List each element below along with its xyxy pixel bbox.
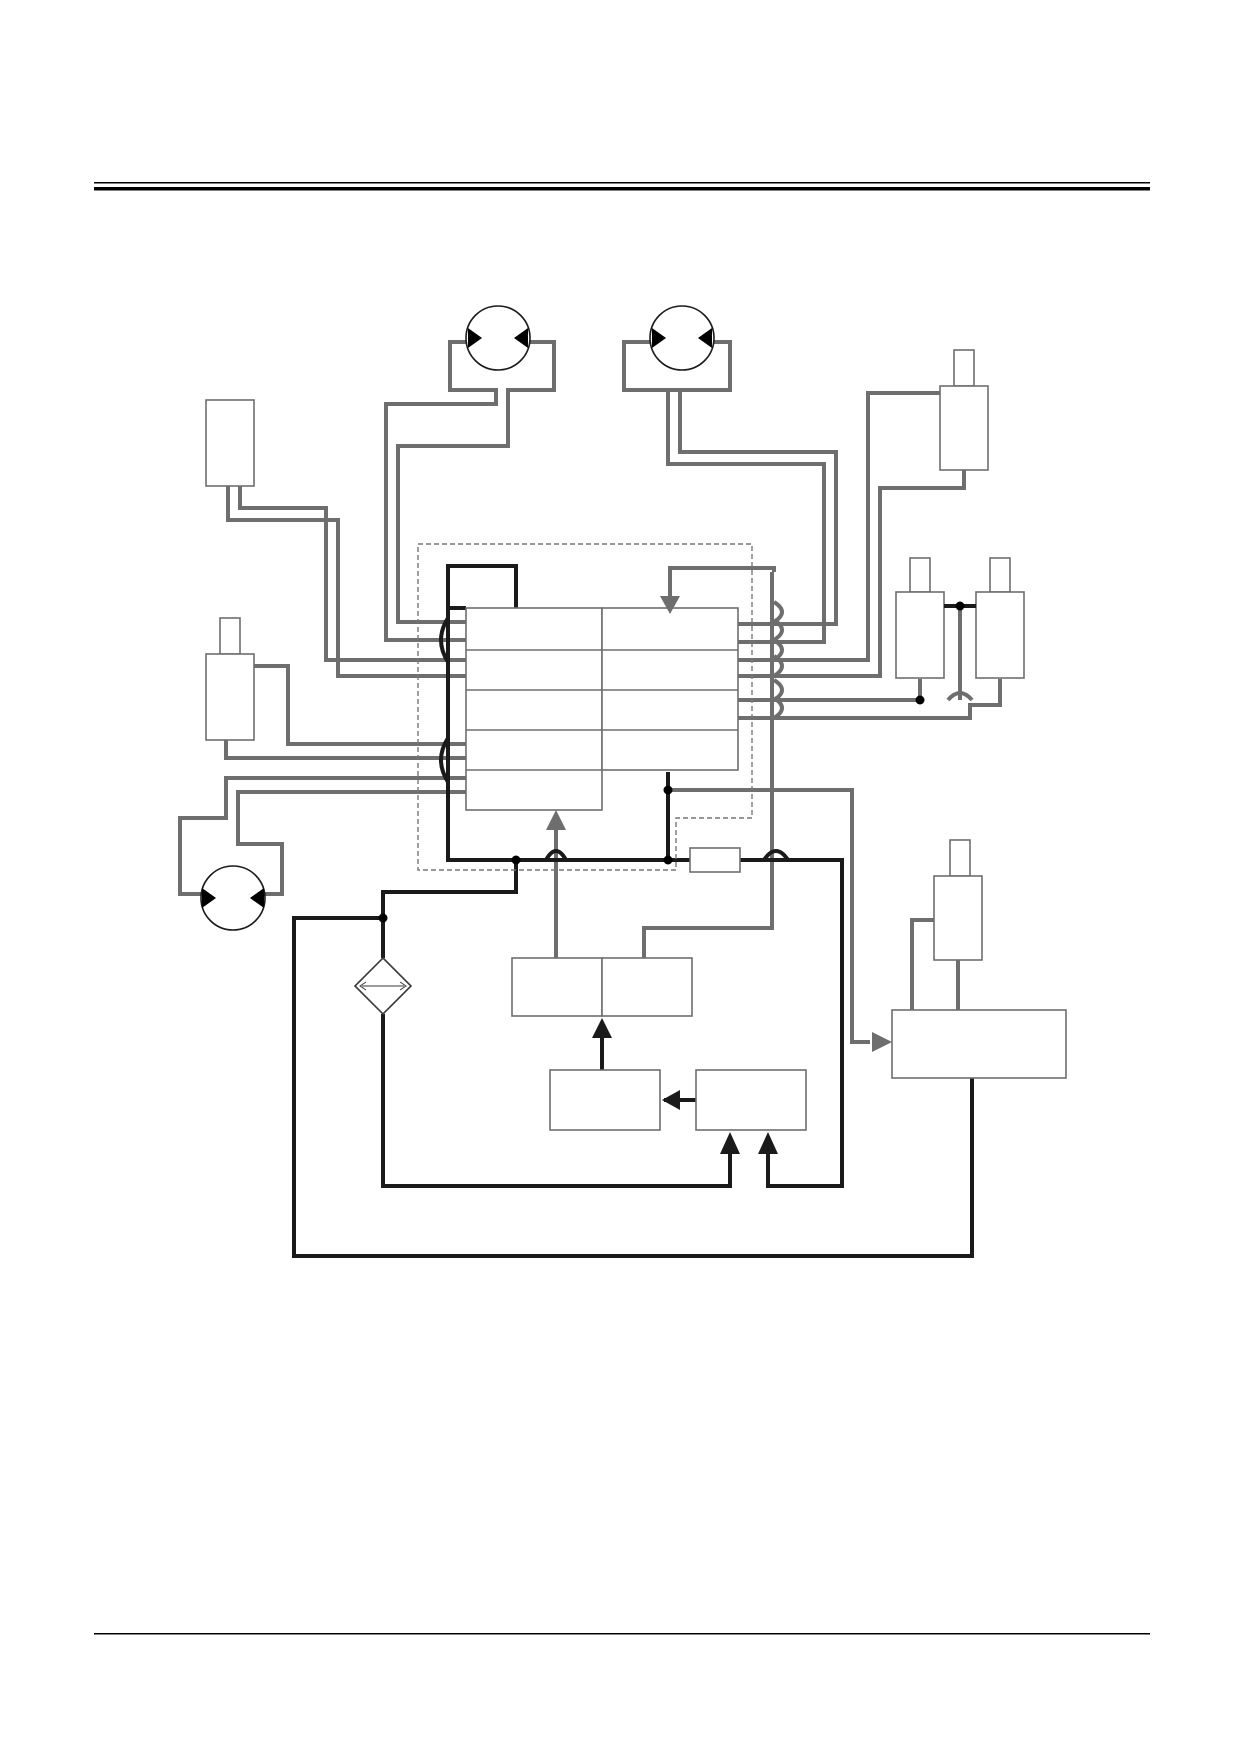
junction-dots — [378, 601, 965, 923]
junction-dot-icon — [955, 601, 965, 611]
small-valve — [689, 847, 741, 873]
cylinder-icon — [205, 399, 255, 487]
cylinder-right-pair-a — [895, 557, 945, 679]
junction-dot-icon — [663, 855, 673, 865]
cylinder-left-top — [205, 399, 255, 487]
flow-arrow-icon — [872, 1032, 892, 1052]
filter-icon — [353, 956, 413, 1016]
flow-arrow-icon — [546, 810, 566, 830]
tank-block — [891, 1009, 1067, 1079]
pump-bottom-left — [200, 865, 266, 931]
pump-icon — [200, 865, 266, 931]
crossover-arcs — [439, 600, 974, 862]
cylinder-icon — [205, 653, 255, 741]
cylinder-bottom-right — [910, 839, 983, 1010]
flow-arrow-icon — [662, 1090, 680, 1110]
junction-dot-icon — [915, 695, 925, 705]
pump-top-left — [465, 305, 531, 371]
flow-arrow-icon — [660, 596, 680, 614]
flow-arrow-icon — [720, 1132, 740, 1154]
junction-dot-icon — [378, 913, 388, 923]
main-control-valve — [465, 607, 739, 811]
footer-rule — [94, 1633, 1150, 1635]
header-rule — [94, 182, 1150, 191]
return-lines — [292, 564, 974, 1258]
flow-arrow-icon — [592, 1018, 612, 1038]
valve-group-outline — [417, 543, 753, 871]
cylinder-icon — [939, 385, 989, 471]
pilot-valve — [511, 957, 693, 1017]
junction-dot-icon — [511, 855, 521, 865]
pressure-lines — [178, 340, 1002, 1044]
cylinder-icon — [933, 875, 983, 961]
pump-drive — [695, 1069, 807, 1131]
filter — [353, 956, 413, 1016]
cylinder-icon — [975, 591, 1025, 679]
pump-block — [549, 1069, 661, 1131]
flow-arrows — [546, 596, 892, 1154]
pump-icon — [649, 305, 715, 371]
pump-icon — [465, 305, 531, 371]
cylinder-left-middle — [205, 617, 255, 741]
cylinder-icon — [895, 591, 945, 679]
cylinder-right-top — [939, 349, 989, 471]
cylinder-right-pair-b — [975, 557, 1025, 679]
flow-arrow-icon — [758, 1132, 778, 1154]
junction-dot-icon — [663, 785, 673, 795]
pump-top-right — [649, 305, 715, 371]
